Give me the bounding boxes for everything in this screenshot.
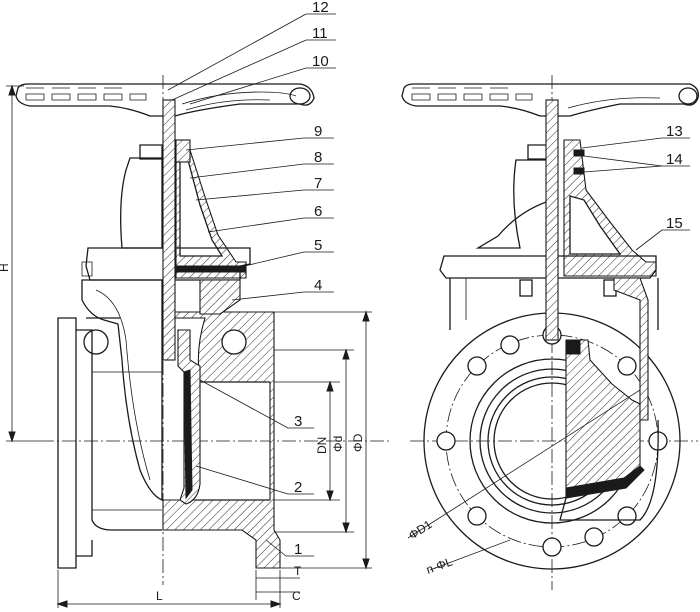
callout-6: 6 [314, 203, 322, 220]
end-view [401, 75, 699, 590]
handwheel-end-view [401, 83, 699, 117]
callout-14: 14 [666, 151, 683, 168]
bolt-holes [436, 325, 668, 557]
body-boss [83, 329, 109, 355]
callout-2: 2 [294, 479, 302, 496]
callout-7: 7 [314, 175, 322, 192]
callout-5: 5 [314, 237, 322, 254]
dim-flange-offset: C [292, 589, 301, 603]
callout-leaders [167, 13, 690, 557]
stem-nut [139, 144, 163, 160]
stem-end-view [545, 99, 559, 341]
inlet-flange [57, 317, 77, 569]
dim-flange-thickness: T [294, 564, 302, 578]
valve-body [81, 279, 163, 501]
bonnet [120, 157, 163, 249]
callout-3: 3 [294, 413, 302, 430]
dim-nominal-diameter: DN [315, 437, 329, 454]
section-view [15, 75, 390, 585]
callout-12: 12 [312, 0, 329, 16]
dim-flange-outer-diameter: ΦD [351, 433, 365, 452]
gland [175, 139, 191, 163]
callout-9: 9 [314, 123, 322, 140]
callout-labels: 12 11 10 9 8 7 6 5 4 3 2 1 13 14 15 [294, 0, 683, 558]
bolt-hole-section [221, 329, 247, 355]
stem [162, 99, 176, 361]
callout-11: 11 [312, 25, 328, 42]
callout-13: 13 [666, 123, 683, 140]
dim-bolt-holes: n-ΦL [424, 554, 454, 576]
callout-1: 1 [294, 541, 302, 558]
callout-4: 4 [314, 277, 322, 294]
dim-length: L [156, 589, 163, 603]
callout-8: 8 [314, 149, 322, 166]
callout-10: 10 [312, 53, 329, 70]
dim-bore-diameter: Φd [331, 436, 345, 452]
handwheel [15, 83, 315, 117]
dim-bolt-circle-diameter: ΦD1 [406, 517, 435, 542]
dim-height: H [0, 263, 11, 272]
callout-15: 15 [666, 215, 683, 232]
dimension-lines [6, 84, 641, 608]
